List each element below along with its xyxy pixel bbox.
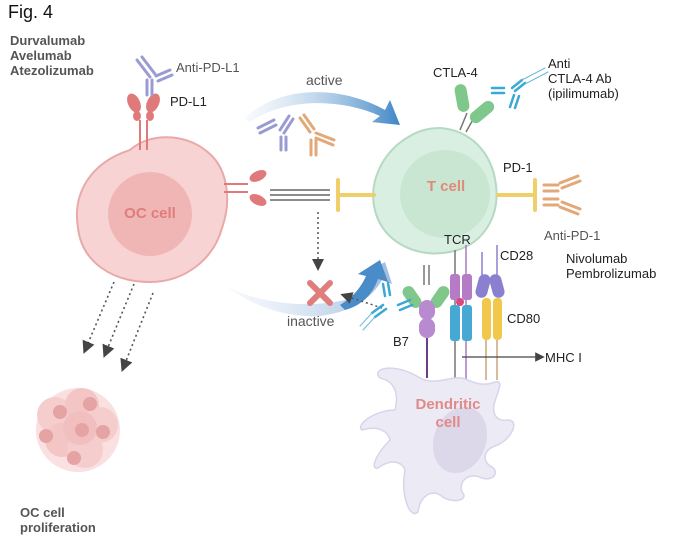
inactive-arrow-head bbox=[340, 260, 388, 310]
cd28-receptor bbox=[475, 245, 505, 298]
pd-l1-pd-1-binding bbox=[270, 189, 330, 201]
oc-cell bbox=[76, 136, 229, 284]
pd-l1-label: PD-L1 bbox=[170, 94, 207, 109]
drug-durvalumab: Durvalumab bbox=[10, 33, 86, 48]
floating-anti-pd-l1 bbox=[256, 114, 295, 152]
proliferation-arrows bbox=[82, 281, 154, 372]
oc-cell-label: OC cell bbox=[124, 205, 176, 222]
anti-ctla-4-antibody-top bbox=[490, 67, 549, 110]
anti-pd-l1-antibody-top bbox=[135, 55, 174, 97]
mhc1-label: MHC I bbox=[545, 350, 582, 365]
x-mark-icon bbox=[307, 280, 333, 306]
pd-l1-side bbox=[224, 170, 267, 206]
inactive-label: inactive bbox=[287, 313, 335, 329]
anti-ctla4-block-arrow bbox=[340, 292, 383, 309]
floating-anti-pd-1 bbox=[298, 113, 336, 157]
cd28-label: CD28 bbox=[500, 248, 534, 263]
ctla-4-receptor bbox=[454, 84, 495, 133]
pd-1-right bbox=[496, 178, 537, 212]
dendritic-cell-label: Dendritic cell bbox=[415, 396, 481, 431]
oc-proliferation-cluster bbox=[36, 388, 120, 472]
tcr-receptor bbox=[450, 245, 472, 380]
tcr-label: TCR bbox=[444, 232, 471, 247]
cd80-receptor bbox=[482, 298, 502, 380]
t-cell-label: T cell bbox=[426, 178, 466, 195]
active-label: active bbox=[306, 72, 343, 88]
anti-pd-l1-label: Anti-PD-L1 bbox=[176, 60, 240, 75]
b7-ctla-4-complex bbox=[402, 265, 450, 378]
drug-atezolizumab: Atezolizumab bbox=[10, 63, 94, 78]
pd-l1-drug-list: Durvalumab Avelumab Atezolizumab bbox=[10, 33, 94, 78]
t-cell bbox=[372, 126, 498, 255]
anti-pd-1-label: Anti-PD-1 bbox=[544, 228, 601, 243]
cd80-label: CD80 bbox=[507, 311, 541, 326]
anti-pd-1-bound bbox=[542, 174, 582, 216]
pd-1-left bbox=[336, 178, 376, 212]
anti-ctla-4-label: Anti CTLA-4 Ab (ipilimumab) bbox=[548, 56, 619, 101]
anti-ctla-4-antibody-lower bbox=[359, 281, 414, 331]
drug-avelumab: Avelumab bbox=[10, 48, 72, 63]
drug-nivolumab: Nivolumab bbox=[566, 251, 628, 266]
pd-1-label: PD-1 bbox=[503, 160, 533, 175]
active-arrow bbox=[245, 92, 400, 125]
b7-label: B7 bbox=[393, 334, 409, 349]
dendritic-cell bbox=[359, 367, 515, 515]
ctla-4-label: CTLA-4 bbox=[433, 65, 478, 80]
pd-l1-top bbox=[127, 93, 160, 150]
drug-pembrolizumab: Pembrolizumab bbox=[566, 266, 657, 281]
figure-title: Fig. 4 bbox=[8, 2, 54, 22]
proliferation-label: OC cell proliferation bbox=[20, 505, 96, 535]
pd-1-drug-list: Nivolumab Pembrolizumab bbox=[566, 251, 656, 281]
